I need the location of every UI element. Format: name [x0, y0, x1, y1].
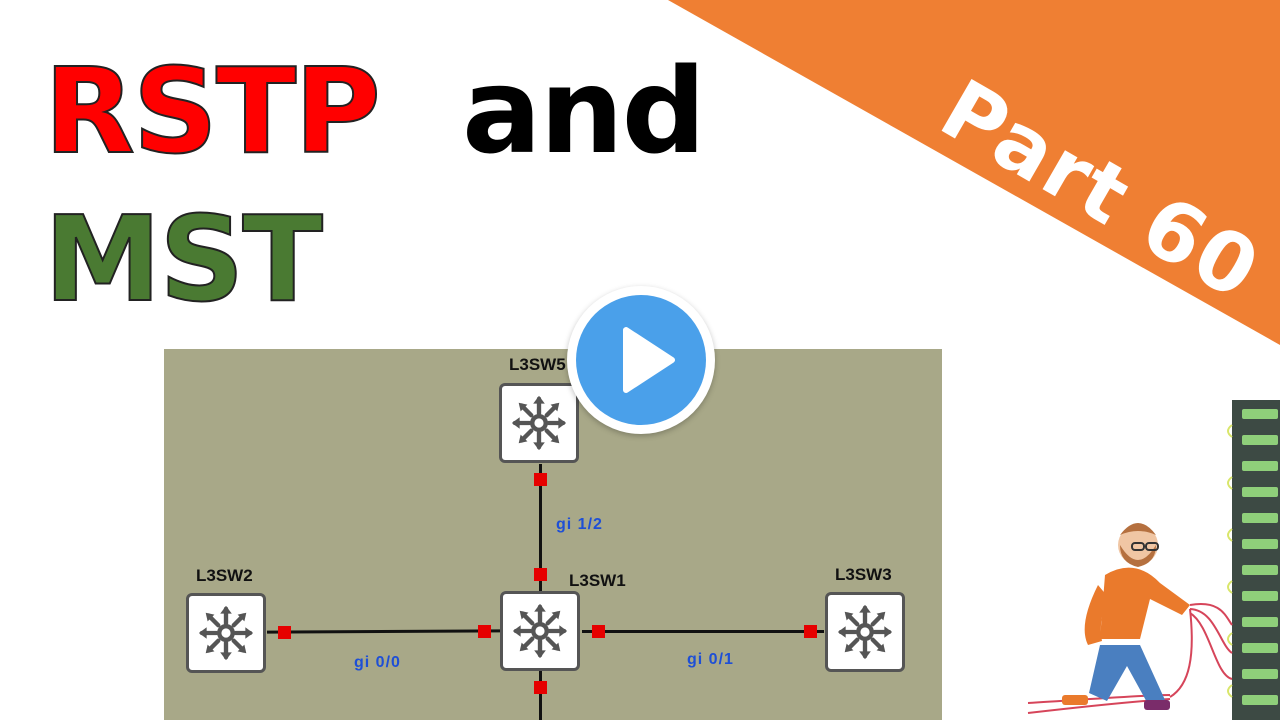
node-label-l3sw1: L3SW1	[569, 571, 626, 590]
link-l3sw1-down	[539, 671, 542, 720]
link-label-gi-0-1: gi 0/1	[687, 651, 734, 668]
link-l3sw2-l3sw1	[266, 629, 502, 634]
node-l3sw1[interactable]	[500, 591, 580, 671]
node-l3sw2[interactable]	[186, 593, 266, 673]
port-marker	[478, 625, 491, 638]
node-label-l3sw2: L3SW2	[196, 566, 253, 585]
link-l3sw1-l3sw3	[582, 630, 824, 633]
node-l3sw5[interactable]	[499, 383, 579, 463]
port-marker	[278, 626, 291, 639]
link-l3sw5-l3sw1	[539, 464, 542, 594]
title-and: and	[462, 42, 706, 180]
port-marker	[534, 473, 547, 486]
play-button[interactable]	[567, 286, 715, 434]
layer3-switch-icon	[511, 395, 567, 451]
layer3-switch-icon	[837, 604, 893, 660]
layer3-switch-icon	[198, 605, 254, 661]
node-label-l3sw5: L3SW5	[509, 355, 566, 374]
layer3-switch-icon	[512, 603, 568, 659]
link-label-gi-0-0: gi 0/0	[354, 654, 401, 671]
title-rstp: RSTP	[43, 42, 382, 180]
play-button-circle	[576, 295, 706, 425]
port-marker	[804, 625, 817, 638]
network-topology-diagram: L3SW5 L3SW2	[164, 349, 942, 720]
technician-cabling-server-rack-icon	[1027, 400, 1280, 720]
node-label-l3sw3: L3SW3	[835, 565, 892, 584]
link-label-gi-1-2: gi 1/2	[556, 516, 603, 533]
title-mst: MST	[43, 190, 324, 328]
port-marker	[592, 625, 605, 638]
port-marker	[534, 568, 547, 581]
port-marker	[534, 681, 547, 694]
play-icon	[623, 327, 675, 393]
node-l3sw3[interactable]	[825, 592, 905, 672]
